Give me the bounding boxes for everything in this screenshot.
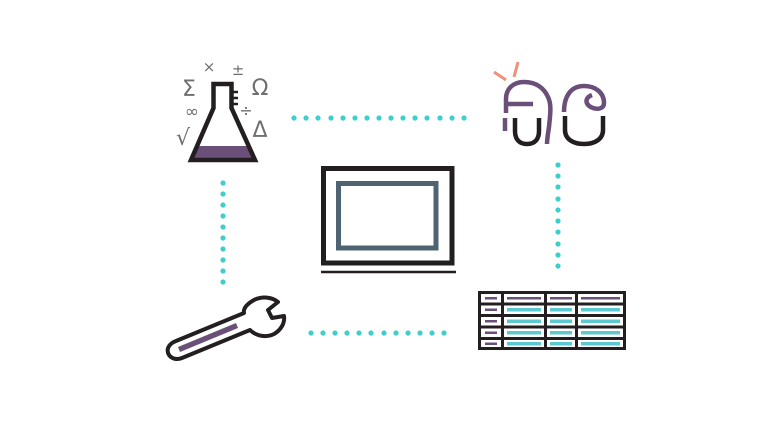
svg-text:∞: ∞: [185, 102, 199, 122]
svg-text:Ω: Ω: [252, 76, 269, 101]
connector-people-data: [555, 162, 561, 269]
data-table-icon: [478, 291, 626, 350]
flask-icon: × ± Σ Ω ∞ ÷ √ Δ: [176, 58, 269, 163]
svg-text:÷: ÷: [239, 101, 252, 120]
svg-text:×: ×: [203, 58, 216, 76]
wrench-icon: [165, 295, 287, 361]
connector-data-tools: [308, 330, 447, 336]
svg-text:±: ±: [232, 61, 245, 79]
connector-tools-science: [220, 180, 226, 285]
monitor-icon: [321, 166, 456, 274]
svg-text:Δ: Δ: [252, 118, 267, 143]
svg-text:√: √: [176, 126, 191, 151]
connector-science-people: [291, 115, 467, 121]
svg-text:Σ: Σ: [182, 77, 196, 102]
people-icon: [493, 61, 607, 147]
